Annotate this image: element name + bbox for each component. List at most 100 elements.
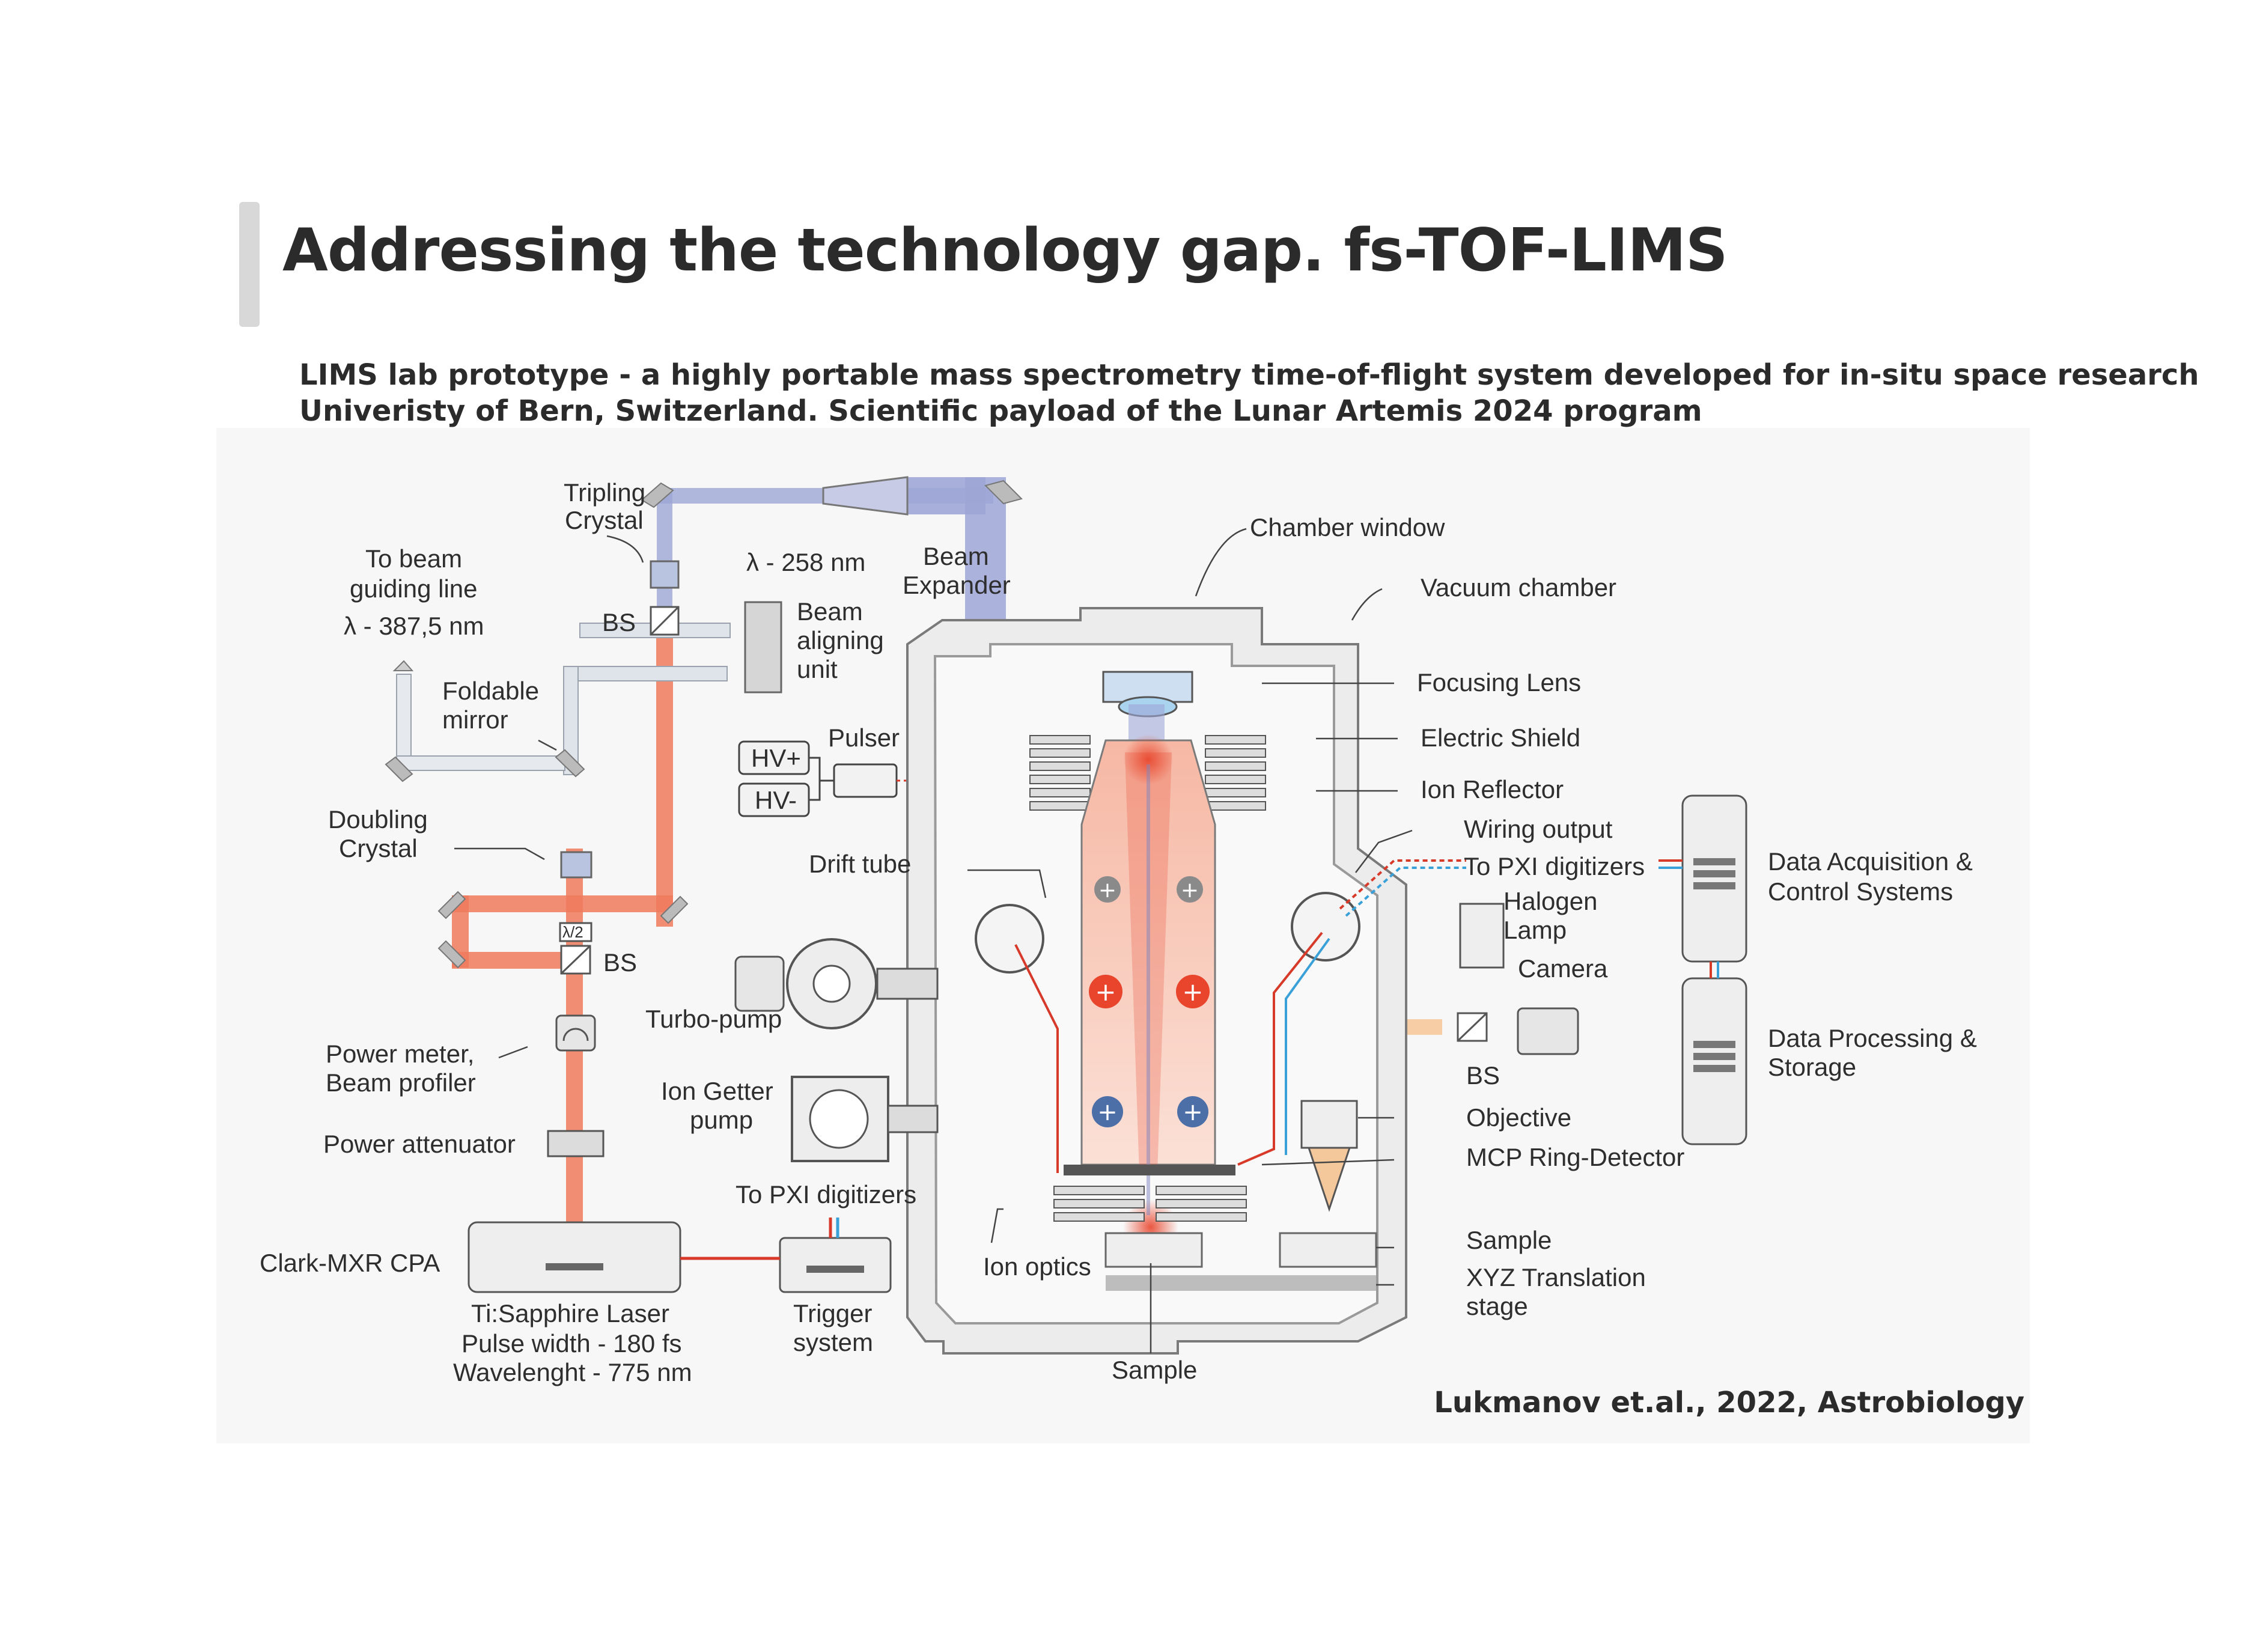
data-systems (1658, 794, 1747, 1145)
trigger-system-box (779, 1237, 892, 1293)
laser-slot (546, 1263, 603, 1270)
bs-right-diagonal (1457, 1012, 1488, 1042)
label-beam-aligning-1: Beam (797, 597, 863, 626)
electric-shield-right (1205, 735, 1266, 811)
label-data-processing-1: Data Processing & (1768, 1024, 1977, 1052)
label-sample-bottom: Sample (1112, 1356, 1197, 1384)
label-trigger-1: Trigger (793, 1299, 872, 1327)
ion-source-glow (1123, 734, 1174, 785)
label-ti-sapphire-1: Ti:Sapphire Laser (471, 1299, 669, 1327)
label-power-attenuator: Power attenuator (323, 1130, 516, 1158)
camera (1517, 1007, 1579, 1055)
subtitle-line-2: Univeristy of Bern, Switzerland. Scienti… (299, 394, 1702, 428)
title-accent-bar (239, 202, 260, 327)
label-drift-tube: Drift tube (809, 850, 911, 878)
foldable-mirror (555, 749, 585, 778)
imaging-optics (1300, 903, 1579, 1212)
pulser-box (833, 763, 898, 798)
ion-optics (1053, 1186, 1247, 1222)
ion-getter-flange (887, 1105, 939, 1133)
label-trigger-2: system (793, 1328, 873, 1356)
wire-left-red (1014, 944, 1059, 1173)
beam-to-aligning-bottom (576, 666, 728, 681)
label-halogen-1: Halogen (1503, 887, 1597, 915)
label-to-beam-2: guiding line (350, 575, 478, 603)
power-attenuator (547, 1130, 605, 1157)
uv-beam-up (657, 488, 672, 626)
label-data-acquisition-1: Data Acquisition & (1768, 847, 1973, 876)
wire-right-blue (1285, 937, 1330, 1155)
svg-text:+: + (1181, 878, 1199, 903)
svg-text:+: + (1097, 1099, 1118, 1126)
label-xyz-stage-1: XYZ Translation (1466, 1263, 1646, 1291)
label-vacuum-chamber: Vacuum chamber (1421, 573, 1616, 602)
label-beam-expander-1: Beam (923, 542, 989, 570)
pulser-unit (738, 740, 1007, 849)
label-bs-right: BS (1466, 1061, 1500, 1090)
dps-slot-2 (1693, 1053, 1735, 1060)
ion-getter-core (809, 1089, 869, 1149)
label-lambda-half: λ/2 (562, 923, 583, 941)
sample-holder-left (1104, 1232, 1203, 1268)
label-foldable-mirror-2: mirror (442, 706, 508, 734)
beam-aligning-unit (744, 601, 782, 693)
citation: Lukmanov et.al., 2022, Astrobiology (1434, 1386, 2024, 1419)
label-tripling-crystal-1: Tripling (564, 478, 645, 507)
pumps (734, 938, 939, 1162)
label-power-meter-2: Beam profiler (326, 1068, 476, 1097)
label-ti-sapphire-2: Pulse width - 180 fs (461, 1329, 682, 1358)
lims-setup-diagram: + + + + + + (260, 476, 1977, 1386)
label-ion-getter-1: Ion Getter (661, 1077, 773, 1105)
turbo-pump-core (812, 965, 851, 1003)
label-halogen-2: Lamp (1503, 916, 1567, 944)
wire-right-red (1237, 931, 1323, 1166)
ions-blue: + + (1092, 1096, 1208, 1127)
bs-top-diagonal (650, 606, 680, 636)
label-pulser: Pulser (828, 724, 900, 752)
label-clark-mxr: Clark-MXR CPA (260, 1249, 440, 1277)
dps-slot-3 (1693, 1065, 1735, 1072)
ions-red: + + (1089, 975, 1210, 1008)
power-meter-gauge (562, 1028, 589, 1041)
hv-to-pulser-wires (809, 757, 834, 801)
mirror-guide-top (392, 660, 414, 671)
daq-slot-3 (1693, 882, 1735, 889)
xyz-stage-bar (1106, 1275, 1376, 1291)
diagram-labels: Tripling Crystal To beam guiding line λ … (260, 478, 1977, 1386)
label-beam-aligning-3: unit (797, 655, 838, 683)
laser-source (468, 1218, 892, 1293)
data-acquisition-box (1681, 794, 1747, 963)
label-data-acquisition-2: Control Systems (1768, 877, 1953, 906)
label-data-processing-2: Storage (1768, 1053, 1856, 1081)
label-doubling-crystal-2: Crystal (339, 834, 418, 862)
label-ion-reflector: Ion Reflector (1421, 775, 1564, 803)
turbo-pump-flange (876, 968, 939, 1000)
lambda-half-plate (559, 922, 592, 942)
mcp-ring-detector (1064, 1165, 1235, 1175)
power-meter (555, 1014, 596, 1052)
label-foldable-mirror-1: Foldable (442, 677, 539, 705)
doubling-crystal (560, 851, 592, 879)
label-doubling-crystal-1: Doubling (328, 805, 428, 834)
label-xyz-stage-2: stage (1466, 1292, 1528, 1320)
label-sample-right: Sample (1466, 1226, 1552, 1254)
mirror-loop-top-left (437, 891, 466, 919)
data-processing-box (1681, 977, 1747, 1145)
beam-to-foldable (396, 755, 565, 771)
slide-title: Addressing the technology gap. fs-TOF-LI… (282, 216, 1728, 285)
mirror-loop-bottom-left (437, 940, 466, 969)
label-chamber-window: Chamber window (1250, 513, 1445, 541)
mirror-loop-top-right (660, 895, 689, 924)
mirror-top-left (641, 482, 674, 508)
daq-slot-2 (1693, 870, 1735, 877)
label-ti-sapphire-3: Wavelenght - 775 nm (453, 1358, 692, 1386)
optics (385, 480, 1023, 1157)
label-to-pxi-bottom: To PXI digitizers (736, 1180, 916, 1209)
label-wiring-output: Wiring output (1464, 815, 1613, 843)
clark-mxr-laser-box (468, 1221, 681, 1293)
sample-holder-right (1279, 1232, 1377, 1268)
trigger-slot (806, 1266, 864, 1273)
label-beam-aligning-2: aligning (797, 626, 884, 654)
ions-gray: + + (1094, 876, 1203, 903)
